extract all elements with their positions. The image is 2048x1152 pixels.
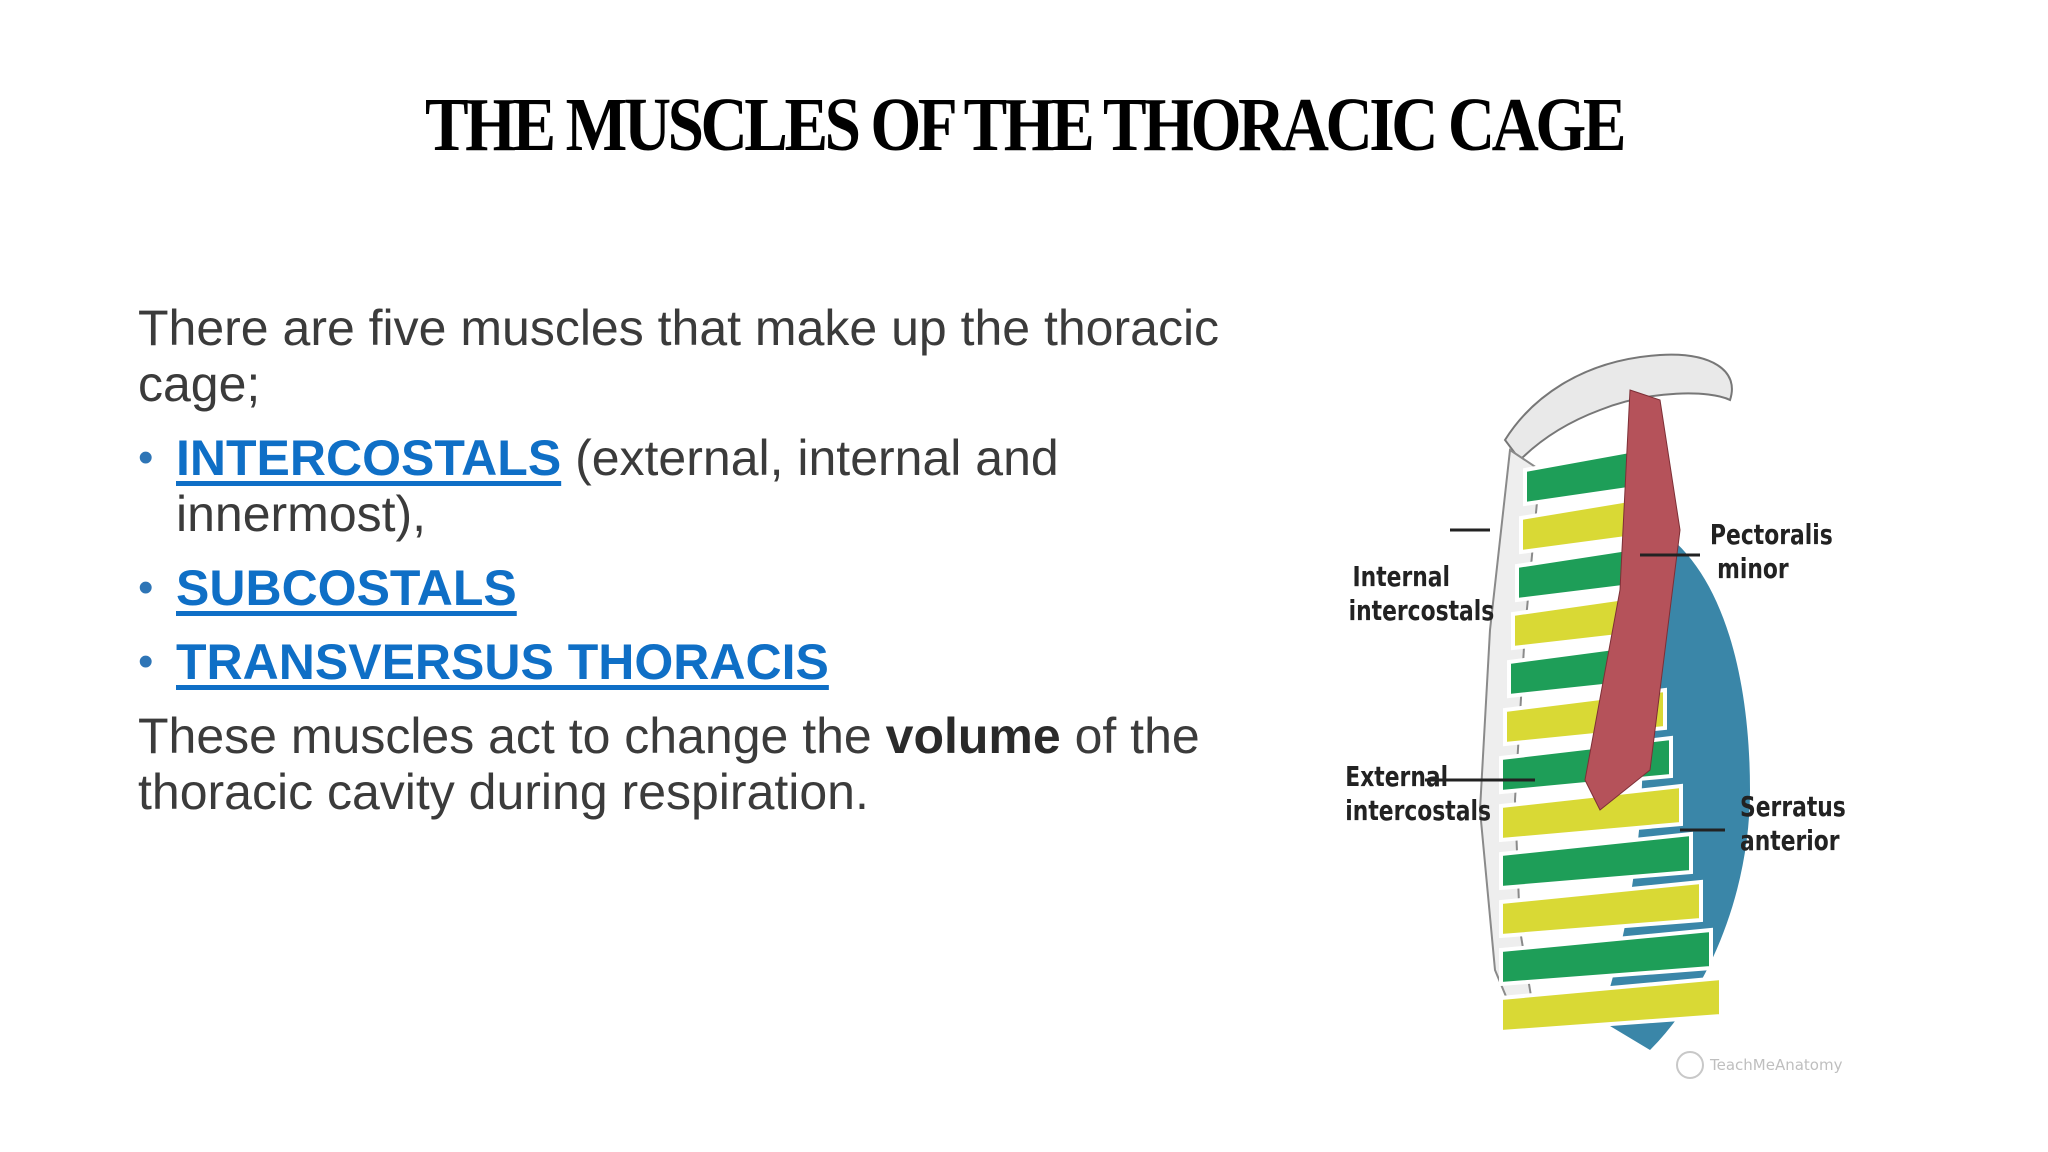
bullet-text: INTERCOSTALS (external, internal and inn… — [176, 430, 1288, 542]
bullet-dot: • — [138, 563, 154, 612]
subcostals-link[interactable]: SUBCOSTALS — [176, 560, 517, 616]
slide-body: There are five muscles that make up the … — [138, 300, 1288, 838]
bullet-subcostals: • SUBCOSTALS — [138, 560, 1288, 616]
label-pectoralis-minor: Pectoralis minor — [1710, 518, 1833, 585]
internal-intercostal-band — [1499, 831, 1693, 891]
closing-post: of the thoracic cavity during respiratio… — [138, 708, 1200, 820]
watermark: TeachMeAnatomy — [1710, 1056, 1843, 1074]
intro-text: There are five muscles that make up the … — [138, 300, 1220, 412]
closing-text: These muscles act to change the volume o… — [138, 708, 1288, 820]
transversus-thoracis-link[interactable]: TRANSVERSUS THORACIS — [176, 634, 829, 690]
thoracic-cage-drawing — [1425, 353, 1750, 1079]
intercostals-detail: (external, internal and innermost), — [176, 430, 1059, 542]
bullet-transversus-thoracis: • TRANSVERSUS THORACIS — [138, 634, 1288, 690]
slide-title: THE MUSCLES OF THE THORACIC CAGE — [424, 83, 1626, 167]
bullet-dot: • — [138, 433, 154, 482]
bullet-text: TRANSVERSUS THORACIS — [176, 634, 1288, 690]
bullet-intercostals: • INTERCOSTALS (external, internal and i… — [138, 430, 1288, 542]
label-serratus-anterior: Serratus anterior — [1740, 790, 1846, 857]
thoracic-cage-illustration: Internal intercostals External intercost… — [1330, 330, 1850, 1090]
external-intercostal-band — [1499, 975, 1723, 1035]
internal-intercostal-band — [1499, 927, 1713, 987]
closing-bold: volume — [885, 708, 1061, 764]
bullet-dot: • — [138, 637, 154, 686]
bullet-text: SUBCOSTALS — [176, 560, 1288, 616]
label-external-intercostals: External intercostals — [1345, 760, 1491, 827]
external-intercostal-band — [1499, 879, 1703, 939]
intercostals-link[interactable]: INTERCOSTALS — [176, 430, 562, 486]
closing-pre: These muscles act to change the — [138, 708, 886, 764]
pectoralis-minor-shape — [1584, 389, 1681, 811]
internal-intercostal-band — [1523, 447, 1637, 507]
label-internal-intercostals: Internal intercostals — [1348, 560, 1495, 627]
